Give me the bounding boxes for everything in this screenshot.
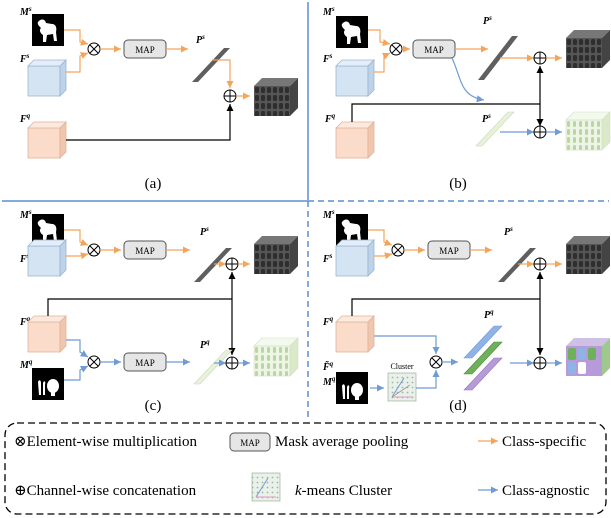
label-ms: Ms: [322, 5, 335, 18]
legend-mult: ⊗Element-wise multiplication: [14, 434, 197, 450]
panel-a: Ms Fs MAP Ps Fq (a): [19, 5, 298, 192]
label-ps: Ps: [200, 225, 209, 238]
output-feature-block: [254, 78, 298, 116]
legend-map-text: Mask average pooling: [275, 434, 409, 450]
concat-icon: [223, 89, 237, 103]
support-feature-cube: [335, 59, 375, 97]
legend: ⊗Element-wise multiplication MAP Mask av…: [4, 422, 607, 515]
label-fq-tilde: F̃q: [322, 360, 334, 373]
label-ms: Ms: [322, 208, 335, 221]
support-prototype-bar: [498, 248, 536, 282]
caption-a: (a): [145, 176, 162, 192]
support-feature-cube: [335, 239, 375, 277]
caption-d: (d): [449, 398, 467, 414]
panel-c: Ms Fs MAP Ps Fq Mq MAP Pq: [19, 208, 299, 414]
label-ps: Ps: [196, 33, 205, 46]
label-ps-agnostic: Ps: [482, 112, 491, 125]
label-fq: Fq: [19, 315, 31, 328]
label-mq: Mq: [322, 375, 336, 388]
label-ps: Ps: [504, 225, 513, 238]
output-feature-block-specific: [254, 236, 298, 274]
label-pq: Pq: [484, 308, 494, 321]
legend-map-box-label: MAP: [240, 438, 260, 448]
query-mask-image: [336, 372, 368, 404]
support-prototype-bar: [194, 248, 232, 282]
concat-icon: [533, 257, 547, 271]
map-box-label: MAP: [135, 45, 155, 55]
multiply-icon: [429, 355, 443, 369]
concat-icon: [533, 125, 547, 139]
legend-map-box: [229, 432, 271, 452]
query-mask-image: [32, 368, 64, 400]
legend-concat: ⊕Channel-wise concatenation: [14, 483, 197, 499]
map-box-label: MAP: [439, 246, 459, 256]
label-fq: Fq: [322, 315, 334, 328]
caption-c: (c): [145, 398, 162, 414]
support-feature-cube: [27, 239, 67, 277]
output-feature-block-clustered: [566, 338, 610, 376]
support-prototype-bar: [478, 36, 518, 80]
map-box-label: MAP: [135, 246, 155, 256]
label-fs: Fs: [322, 52, 333, 65]
legend-kmeans: k-means Cluster: [295, 483, 392, 499]
query-feature-cube: [335, 121, 375, 159]
concat-icon: [225, 257, 239, 271]
concat-icon: [533, 356, 547, 370]
support-mask-image: [32, 14, 64, 46]
caption-b: (b): [449, 176, 467, 192]
multiply-icon: [87, 355, 101, 369]
support-feature-cube: [27, 59, 67, 97]
legend-class-agnostic: Class-agnostic: [502, 483, 590, 499]
multiply-icon: [389, 42, 403, 56]
legend-class-specific: Class-specific: [502, 434, 586, 450]
query-prototype-bars: [463, 325, 503, 391]
label-ms: Ms: [19, 5, 32, 18]
output-feature-block-agnostic: [565, 111, 611, 151]
label-mq: Mq: [19, 358, 33, 371]
label-ms: Ms: [19, 208, 32, 221]
label-fq: Fq: [324, 112, 336, 125]
multiply-icon: [391, 243, 405, 257]
concat-icon: [533, 51, 547, 65]
cluster-label: Cluster: [390, 362, 413, 371]
cluster-icon: [387, 372, 417, 402]
agnostic-prototype-bar: [475, 111, 515, 147]
map-box-label: MAP: [135, 358, 155, 368]
label-ps: Ps: [483, 14, 492, 27]
query-prototype-bar: [193, 349, 233, 385]
output-feature-block-agnostic: [253, 337, 299, 377]
label-fs: Fs: [19, 52, 30, 65]
multiply-icon: [87, 42, 101, 56]
panel-d: Ms Fs MAP Ps Fq F̃q Mq Cluster: [322, 208, 610, 414]
output-feature-block-specific: [566, 30, 610, 68]
legend-cluster-icon: [251, 472, 281, 502]
multiply-icon: [87, 243, 101, 257]
panel-b: Ms Fs MAP Ps Ps Fq (b): [322, 5, 611, 192]
map-box-label: MAP: [424, 45, 444, 55]
query-feature-cube: [335, 315, 375, 353]
support-mask-image: [336, 16, 368, 48]
label-fs: Fs: [322, 252, 333, 265]
support-prototype-bar: [192, 48, 230, 82]
legend-frame: [4, 422, 607, 515]
output-feature-block-specific: [566, 236, 610, 274]
concat-icon: [225, 356, 239, 370]
label-fq: Fq: [19, 112, 31, 125]
label-pq: Pq: [200, 338, 210, 351]
query-feature-cube: [27, 121, 67, 159]
query-feature-cube: [27, 315, 67, 353]
